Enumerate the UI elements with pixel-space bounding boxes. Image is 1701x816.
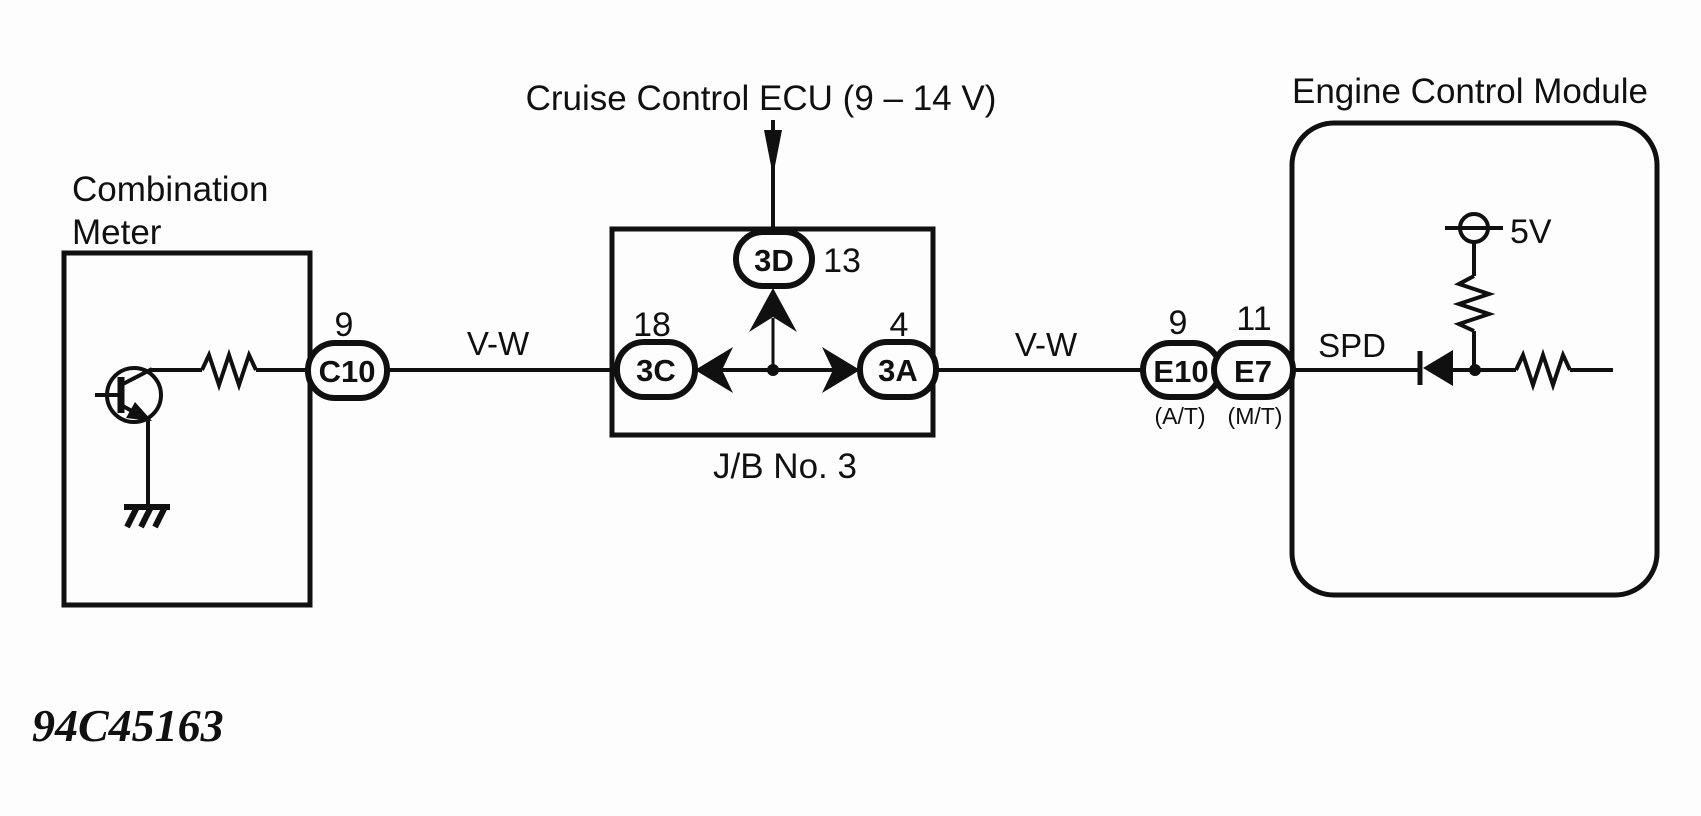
ecm-series-resistor [1514,348,1572,392]
pin-number-3c: 18 [633,306,671,344]
ground-symbol-icon [124,504,170,529]
pin-number-e10: 9 [1169,304,1188,342]
wire-color-left-label: V-W [467,325,530,362]
connector-3a [857,339,939,400]
jb3-junction-dot [767,364,779,376]
left-chevron-arrow-icon [695,347,733,393]
pin-number-3a: 4 [890,306,909,344]
connector-3d-label: 3D [754,243,794,278]
connector-e7-note: (M/T) [1228,403,1283,429]
pin-number-3d: 13 [823,242,861,280]
connector-e10-note: (A/T) [1154,403,1205,429]
wire-color-right-label: V-W [1015,326,1078,363]
pin-number-e7: 11 [1236,300,1271,338]
connector-c10-label: C10 [319,354,376,389]
up-chevron-arrow-icon [749,288,797,332]
combination-meter-label-line1: Combination [72,170,269,209]
right-chevron-arrow-icon [822,347,860,393]
down-arrow-icon [764,130,782,176]
combination-meter-label-line2: Meter [72,213,162,252]
5v-supply-label: 5V [1510,213,1552,251]
transistor-symbol [95,366,163,424]
5v-supply-symbol-icon [1445,212,1503,244]
pullup-branch [1452,242,1496,370]
connector-3a-label: 3A [878,353,918,388]
cruise-control-ecu-label: Cruise Control ECU (9 – 14 V) [526,79,997,118]
connector-3d [733,229,815,289]
ecm-pullup-resistor [1452,274,1496,333]
engine-control-module-label: Engine Control Module [1292,72,1648,111]
junction-block-3-label: J/B No. 3 [713,447,857,486]
combination-meter-box [61,250,313,608]
meter-resistor [200,348,258,392]
connector-3c-label: 3C [636,353,676,388]
figure-id-label: 94C45163 [32,700,224,751]
connector-e7-label: E7 [1234,354,1272,389]
connector-e10-label: E10 [1153,354,1208,389]
connector-c10 [305,340,390,401]
connector-e7 [1211,340,1296,400]
diode-symbol [1417,350,1453,386]
spd-signal-label: SPD [1318,327,1386,364]
pin-number-c10: 9 [335,306,354,344]
connector-3c [614,339,698,400]
